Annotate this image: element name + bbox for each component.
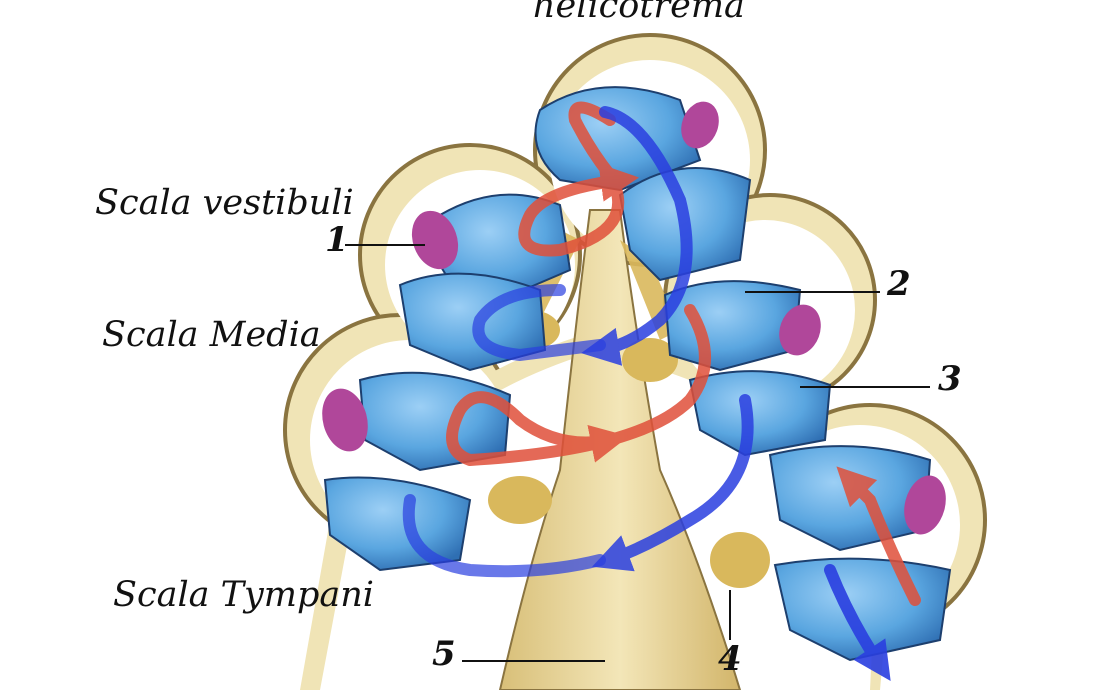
scala-tympani-label: Scala Tympani (113, 575, 374, 615)
leader-lines (345, 244, 930, 662)
callout-2: 2 (887, 264, 911, 304)
callout-3: 3 (938, 359, 962, 399)
organ-of-corti (322, 101, 946, 535)
callout-4: 4 (718, 639, 742, 679)
helicotrema-label: helicotrema (533, 0, 745, 26)
scala-media-label: Scala Media (102, 315, 321, 355)
flow-arrows (402, 101, 921, 681)
callout-5: 5 (432, 634, 456, 674)
scala-vestibuli-label: Scala vestibuli (95, 183, 354, 223)
callout-1: 1 (325, 220, 349, 260)
spiral-ganglion (710, 532, 770, 588)
